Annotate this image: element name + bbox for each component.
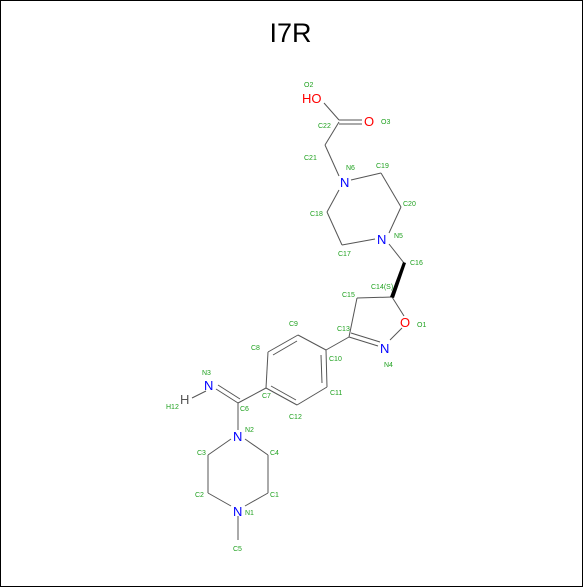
label-c10: C10 — [329, 356, 342, 363]
label-c6: C6 — [240, 406, 249, 413]
label-c5: C5 — [233, 546, 242, 553]
label-c4: C4 — [270, 450, 279, 457]
bond-n6-c19 — [350, 172, 382, 181]
atom-nitrogen-n1: N — [233, 504, 242, 519]
atom-hydrogen: H — [180, 392, 189, 407]
bond-c13-n4-b — [350, 332, 381, 343]
label-c13: C13 — [337, 326, 350, 333]
bond-c11-c10 — [325, 349, 328, 388]
bond-c14-c15 — [356, 296, 393, 299]
atom-nitrogen-n6: N — [340, 175, 349, 190]
bond-c21-n6 — [324, 144, 340, 177]
label-c3: C3 — [197, 450, 206, 457]
label-c12: C12 — [289, 414, 302, 421]
bond-o2-c22 — [323, 102, 340, 121]
atom-labels: O2 HO O O3 C22 C21 N6 N C19 C18 C20 N5 N… — [166, 82, 426, 553]
bond-c11-c10-inner — [320, 354, 323, 384]
bond-c6-n3-b — [217, 384, 241, 400]
label-n6: N6 — [346, 165, 355, 172]
label-c17: C17 — [338, 251, 351, 258]
bond-c13-n4-a — [348, 336, 379, 347]
label-n2: N2 — [245, 427, 254, 434]
atom-hydroxyl: HO — [302, 91, 322, 106]
atom-oxygen-o3: O — [364, 114, 374, 129]
diagram-title: I7R — [269, 18, 312, 48]
bond-c6-n3-a — [215, 388, 239, 404]
label-n3: N3 — [202, 370, 211, 377]
label-h12: H12 — [166, 404, 179, 411]
label-c11: C11 — [330, 390, 342, 397]
bond-c15-c13 — [348, 297, 358, 338]
bond-c19-c20 — [380, 172, 402, 208]
bond-n4-o1 — [389, 327, 403, 341]
label-c18: C18 — [310, 211, 323, 218]
label-c15: C15 — [342, 292, 355, 299]
label-o1: O1 — [417, 322, 426, 329]
label-c1: C1 — [270, 492, 279, 499]
label-c22: C22 — [318, 123, 331, 130]
bond-c7-c12-inner — [270, 385, 297, 401]
bond-c9-c8 — [267, 334, 299, 353]
bond-c22-c21 — [324, 121, 340, 146]
bond-c18-n6 — [326, 189, 340, 213]
label-c16: C16 — [410, 260, 423, 267]
bond-c1-n1 — [244, 492, 269, 507]
bond-c13-c10 — [325, 336, 350, 351]
bond-c8-c7 — [265, 351, 269, 389]
bond-c12-c11 — [296, 386, 328, 406]
atom-oxygen-o1: O — [400, 315, 410, 330]
label-n5: N5 — [394, 233, 403, 240]
bond-n1-c2 — [207, 492, 232, 507]
bond-n3-h12 — [191, 390, 207, 399]
label-c19: C19 — [376, 163, 389, 170]
atom-nitrogen-n4: N — [380, 341, 389, 356]
label-c14: C14(S) — [371, 284, 393, 291]
label-c8: C8 — [251, 345, 260, 352]
atom-nitrogen-n3: N — [204, 378, 213, 393]
label-o2: O2 — [304, 82, 313, 89]
bond-o1-c14 — [391, 296, 405, 317]
bond-n5-c17 — [341, 238, 376, 246]
atom-nitrogen-n5: N — [377, 232, 386, 247]
stereo-wedge — [390, 262, 406, 298]
label-n4: N4 — [384, 362, 393, 369]
bond-c10-c9 — [297, 334, 327, 351]
bond-c7-c6 — [237, 387, 267, 404]
bond-c3-n2 — [207, 438, 232, 456]
bonds — [191, 102, 405, 540]
label-c2: C2 — [195, 492, 204, 499]
label-c21: C21 — [304, 155, 317, 162]
bond-c9-c8-inner — [272, 340, 298, 356]
label-n1: N1 — [245, 510, 254, 517]
atom-nitrogen-n2: N — [233, 429, 242, 444]
bond-c7-c12 — [265, 387, 298, 406]
bond-n2-c4 — [244, 438, 269, 456]
label-c9: C9 — [289, 321, 298, 328]
bond-c17-c18 — [326, 211, 343, 246]
label-c20: C20 — [403, 201, 416, 208]
label-c7: C7 — [262, 393, 271, 400]
label-o3: O3 — [381, 119, 390, 126]
bond-n5-c16 — [388, 243, 405, 264]
bond-c20-n5 — [388, 206, 402, 234]
